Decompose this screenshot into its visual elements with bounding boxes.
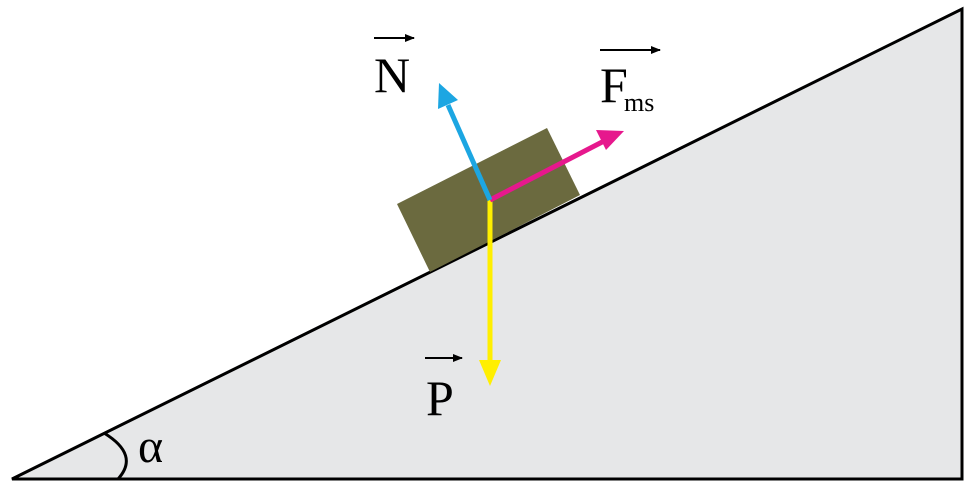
normal-force-text: N: [374, 47, 410, 103]
gravity-force-label: P: [425, 354, 463, 426]
angle-label: α: [138, 420, 163, 473]
inclined-plane: [11, 6, 964, 481]
friction-subscript-text: ms: [624, 88, 654, 117]
friction-arrow: [488, 130, 624, 203]
normal-force-label: N: [374, 34, 415, 103]
angle-arc: [103, 431, 128, 481]
gravity-arrow: [479, 200, 501, 386]
normal-arrow: [438, 83, 493, 202]
friction-force-text: F: [600, 57, 628, 113]
gravity-force-text: P: [426, 370, 454, 426]
friction-force-label: F ms: [600, 46, 661, 117]
